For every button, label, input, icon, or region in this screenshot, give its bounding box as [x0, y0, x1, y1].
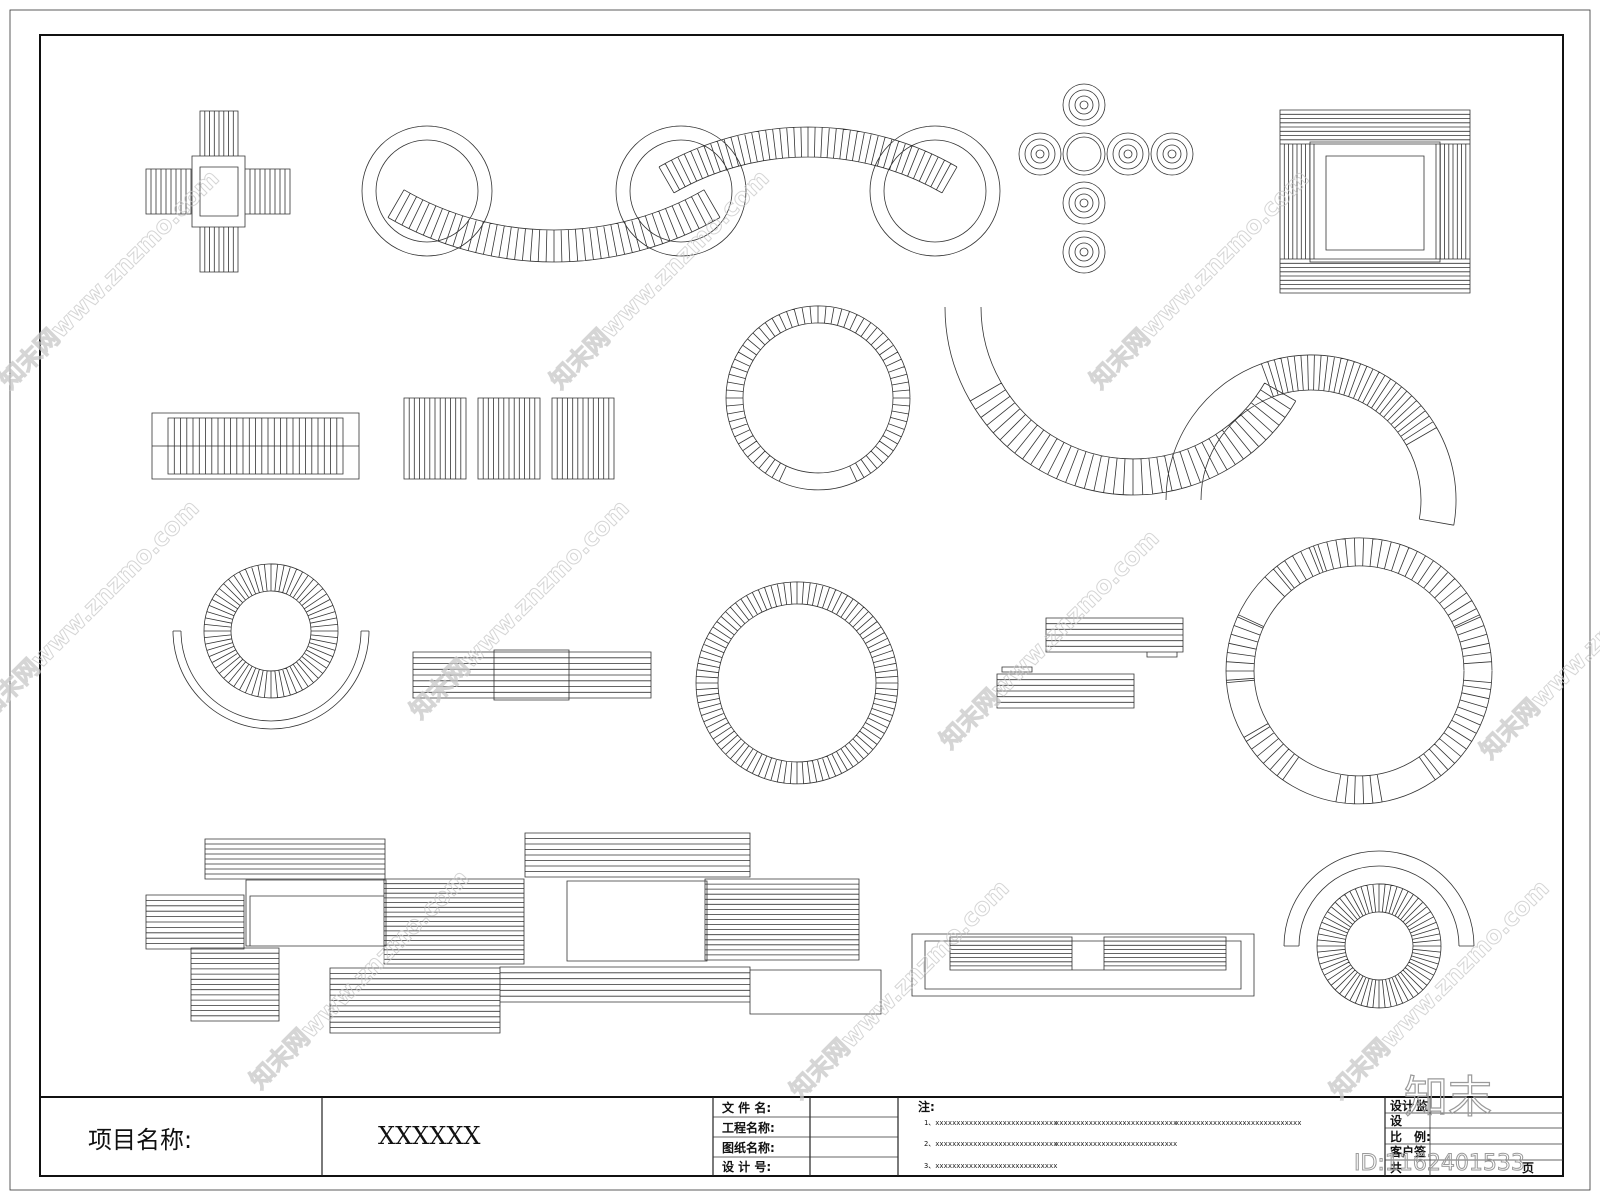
note-2a: 2、xxxxxxxxxxxxxxxxxxxxxxxxxxxxx: [924, 1140, 1057, 1148]
title-block: 项目名称: XXXXXX 文 件 名: 工程名称: 图纸名称: 设 计 号: 注…: [40, 1096, 1563, 1176]
watermark-layer: 知末网www.znzmo.com 知末网www.znzmo.com 知末网www…: [0, 164, 1600, 1177]
note-3a: 3、xxxxxxxxxxxxxxxxxxxxxxxxxxxxx: [924, 1162, 1057, 1170]
note-1a: 1、xxxxxxxxxxxxxxxxxxxxxxxxxxxxx: [924, 1119, 1057, 1127]
right-field-3: 比 例:: [1390, 1129, 1431, 1144]
note-2b: xxxxxxxxxxxxxxxxxxxxxxxxxxxxx: [1055, 1140, 1177, 1148]
watermark-text: 知末网www.znzmo.com: [0, 494, 205, 724]
right-field-1-suffix: 监: [1416, 1098, 1428, 1113]
project-name-value: XXXXXX: [378, 1122, 481, 1150]
watermark-logo: 知末: [1404, 1072, 1492, 1123]
field-project-name: 工程名称:: [722, 1120, 775, 1135]
drawing-frame: [39, 34, 1564, 1177]
watermark-text: 知末网www.znzmo.com: [0, 164, 225, 394]
right-field-1: 设计: [1390, 1098, 1414, 1113]
note-1c: xxxxxxxxxxxxxxxxxxxxxxxxxxxxxx: [1175, 1119, 1301, 1127]
field-drawing-name: 图纸名称:: [722, 1140, 775, 1155]
note-1b: xxxxxxxxxxxxxxxxxxxxxxxxxxxxx: [1055, 1119, 1177, 1127]
watermark-text: 知末网www.znzmo.com: [1474, 534, 1600, 764]
watermark-text: 知末网www.znzmo.com: [404, 494, 634, 724]
watermark-id: ID:1162401533: [1354, 1151, 1525, 1176]
notes-label: 注:: [918, 1099, 935, 1114]
field-file-name: 文 件 名:: [722, 1100, 771, 1115]
bench-plan-shapes: [145, 83, 1493, 1034]
outer-border: [9, 9, 1591, 1191]
watermark-text: 知末网www.znzmo.com: [544, 164, 774, 394]
right-field-2: 设: [1390, 1113, 1403, 1128]
project-name-label: 项目名称:: [88, 1126, 192, 1154]
field-design-number: 设 计 号:: [722, 1159, 771, 1174]
right-field-4: 客户签: [1389, 1144, 1427, 1159]
bench-linework: [145, 83, 1493, 1034]
watermark-text: 知末网www.znzmo.com: [934, 524, 1164, 754]
right-field-5-suffix: 页: [1522, 1161, 1534, 1175]
right-field-5: 共: [1390, 1160, 1402, 1175]
